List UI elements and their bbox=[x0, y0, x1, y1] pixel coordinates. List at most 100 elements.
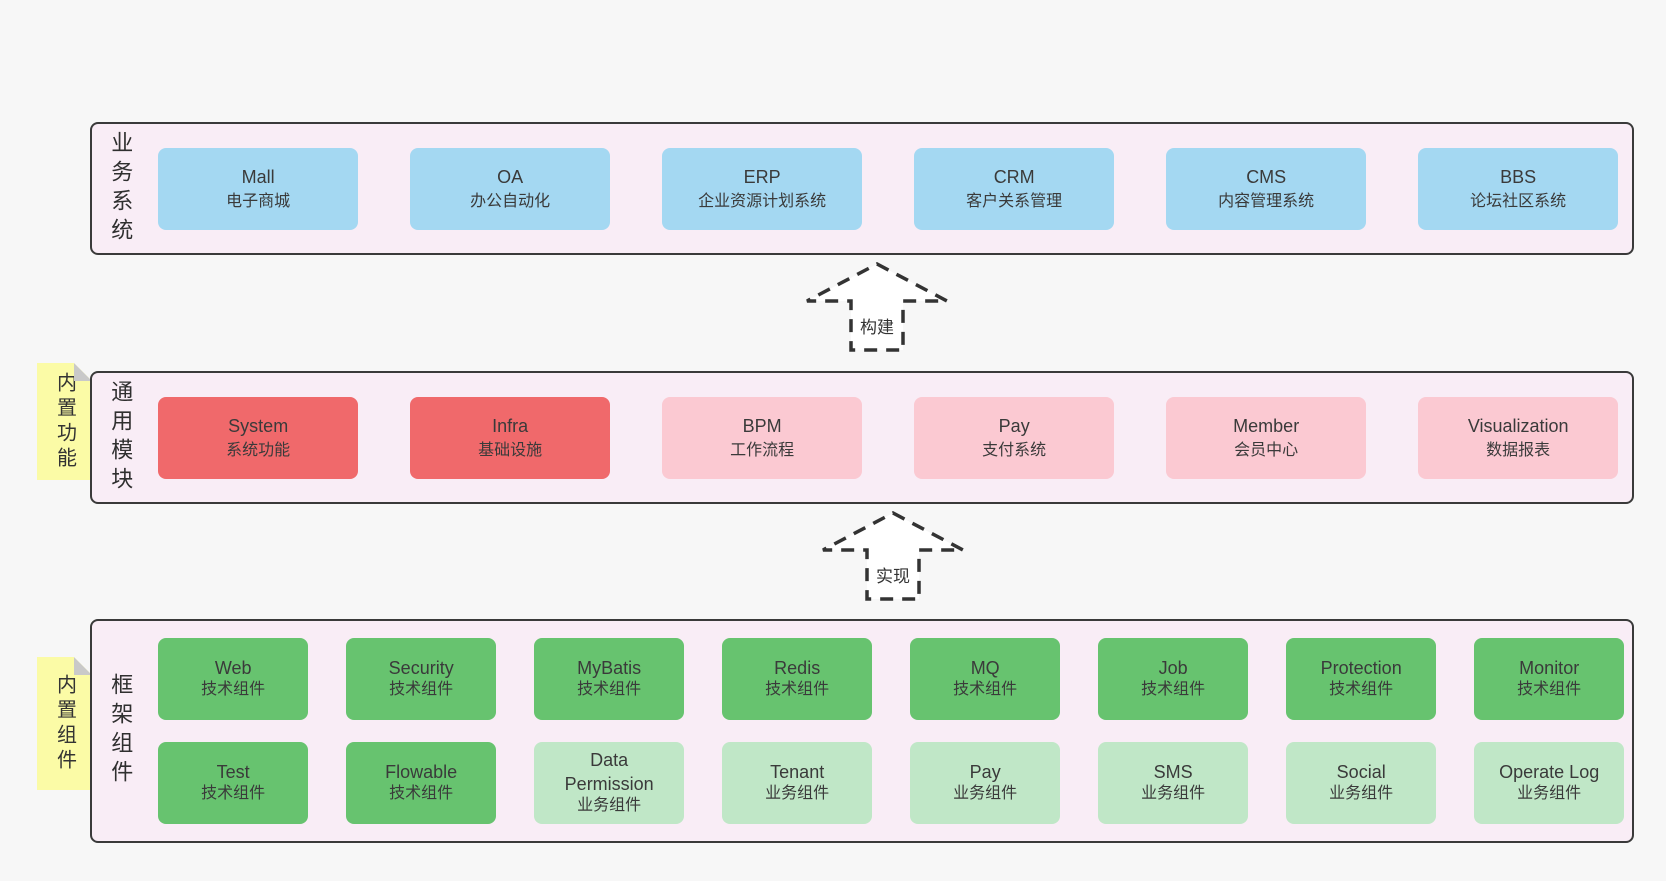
business-systems-panel: 业务系统 Mall 电子商城 OA 办公自动化 ERP 企业资源计划系统 CRM… bbox=[90, 122, 1634, 255]
box-title: Security bbox=[388, 657, 454, 678]
box-title: Operate Log bbox=[1499, 761, 1600, 782]
box-oa: OA 办公自动化 bbox=[410, 147, 611, 230]
panel-label: 框架组件 bbox=[108, 673, 134, 789]
box-subtitle: 会员中心 bbox=[1234, 441, 1299, 459]
box-subtitle: 业务组件 bbox=[1517, 785, 1582, 803]
box-sms: SMS 业务组件 bbox=[1098, 742, 1249, 824]
box-job: Job 技术组件 bbox=[1098, 638, 1249, 720]
box-pay-business: Pay 业务组件 bbox=[910, 742, 1061, 824]
box-web: Web 技术组件 bbox=[158, 638, 309, 720]
box-subtitle: 客户关系管理 bbox=[966, 192, 1063, 210]
arrow-up-icon bbox=[806, 262, 948, 352]
box-subtitle: 业务组件 bbox=[765, 785, 830, 803]
box-title: Mall bbox=[241, 166, 275, 187]
box-title: MQ bbox=[970, 657, 1000, 678]
box-subtitle: 技术组件 bbox=[765, 681, 830, 699]
box-operate-log: Operate Log 业务组件 bbox=[1474, 742, 1625, 824]
box-subtitle: 内容管理系统 bbox=[1218, 192, 1315, 210]
box-title: Visualization bbox=[1467, 415, 1569, 436]
box-subtitle: 企业资源计划系统 bbox=[698, 192, 827, 210]
box-title: Infra bbox=[492, 415, 529, 436]
box-subtitle: 技术组件 bbox=[1141, 681, 1206, 699]
box-title: Pay bbox=[969, 761, 1001, 782]
box-security: Security 技术组件 bbox=[346, 638, 497, 720]
box-title: Redis bbox=[774, 657, 821, 678]
arrow-label: 实现 bbox=[873, 562, 913, 587]
box-infra: Infra 基础设施 bbox=[410, 396, 611, 479]
framework-row-2: Test 技术组件 Flowable 技术组件 Data Permission … bbox=[158, 742, 1625, 824]
box-subtitle: 数据报表 bbox=[1486, 441, 1551, 459]
box-subtitle: 业务组件 bbox=[1329, 785, 1394, 803]
arrow-implement: 实现 bbox=[818, 510, 968, 602]
box-bpm: BPM 工作流程 bbox=[662, 396, 863, 479]
box-title: OA bbox=[497, 166, 524, 187]
framework-row-1: Web 技术组件 Security 技术组件 MyBatis 技术组件 Redi… bbox=[158, 638, 1625, 720]
box-protection: Protection 技术组件 bbox=[1286, 638, 1437, 720]
box-flowable: Flowable 技术组件 bbox=[346, 742, 497, 824]
box-cms: CMS 内容管理系统 bbox=[1166, 147, 1367, 230]
arrow-build: 构建 bbox=[802, 261, 952, 353]
box-subtitle: 支付系统 bbox=[982, 441, 1047, 459]
box-title: SMS bbox=[1153, 761, 1193, 782]
box-subtitle: 业务组件 bbox=[1141, 785, 1206, 803]
box-title: Flowable bbox=[385, 761, 458, 782]
arrow-label: 构建 bbox=[857, 313, 897, 338]
box-subtitle: 业务组件 bbox=[953, 785, 1018, 803]
box-system: System 系统功能 bbox=[158, 396, 359, 479]
box-erp: ERP 企业资源计划系统 bbox=[662, 147, 863, 230]
box-subtitle: 电子商城 bbox=[226, 192, 291, 210]
box-subtitle: 技术组件 bbox=[1517, 681, 1582, 699]
arrow-up-icon bbox=[822, 511, 964, 601]
box-mybatis: MyBatis 技术组件 bbox=[534, 638, 685, 720]
box-title: Protection bbox=[1320, 657, 1402, 678]
box-title: CMS bbox=[1246, 166, 1287, 187]
box-test: Test 技术组件 bbox=[158, 742, 309, 824]
box-title: Job bbox=[1158, 657, 1188, 678]
sticky-note-built-in-components: 内置组件 bbox=[37, 657, 92, 790]
box-subtitle: 技术组件 bbox=[1329, 681, 1394, 699]
box-monitor: Monitor 技术组件 bbox=[1474, 638, 1625, 720]
modules-boxes-row: System 系统功能 Infra 基础设施 BPM 工作流程 Pay 支付系统… bbox=[158, 396, 1619, 479]
box-subtitle: 技术组件 bbox=[577, 681, 642, 699]
sticky-note-text: 内置功能 bbox=[53, 371, 76, 472]
box-title: BPM bbox=[742, 415, 782, 436]
box-data-permission: Data Permission 业务组件 bbox=[534, 742, 685, 824]
box-crm: CRM 客户关系管理 bbox=[914, 147, 1115, 230]
box-pay: Pay 支付系统 bbox=[914, 396, 1115, 479]
box-subtitle: 技术组件 bbox=[201, 785, 266, 803]
box-visualization: Visualization 数据报表 bbox=[1418, 396, 1619, 479]
sticky-note-built-in-functions: 内置功能 bbox=[37, 363, 92, 480]
common-modules-panel: 通用模块 System 系统功能 Infra 基础设施 BPM 工作流程 Pay… bbox=[90, 371, 1634, 504]
panel-label: 通用模块 bbox=[108, 379, 134, 496]
box-bbs: BBS 论坛社区系统 bbox=[1418, 147, 1619, 230]
framework-boxes-grid: Web 技术组件 Security 技术组件 MyBatis 技术组件 Redi… bbox=[158, 638, 1625, 824]
box-subtitle: 技术组件 bbox=[953, 681, 1018, 699]
box-title: Social bbox=[1336, 761, 1386, 782]
box-subtitle: 业务组件 bbox=[577, 796, 642, 814]
box-title: Monitor bbox=[1519, 657, 1580, 678]
box-member: Member 会员中心 bbox=[1166, 396, 1367, 479]
box-title: Pay bbox=[998, 415, 1030, 436]
box-title: Web bbox=[214, 657, 252, 678]
box-title: CRM bbox=[993, 166, 1035, 187]
box-title: Tenant bbox=[770, 761, 825, 782]
box-mall: Mall 电子商城 bbox=[158, 147, 359, 230]
framework-components-panel: 框架组件 Web 技术组件 Security 技术组件 MyBatis 技术组件… bbox=[90, 619, 1634, 843]
box-title: ERP bbox=[743, 166, 781, 187]
box-title: Member bbox=[1233, 415, 1300, 436]
box-subtitle: 系统功能 bbox=[226, 441, 291, 459]
box-subtitle: 工作流程 bbox=[730, 441, 795, 459]
box-subtitle: 论坛社区系统 bbox=[1470, 192, 1567, 210]
box-subtitle: 技术组件 bbox=[389, 785, 454, 803]
box-title: System bbox=[228, 415, 289, 436]
box-tenant: Tenant 业务组件 bbox=[722, 742, 873, 824]
panel-label: 业务系统 bbox=[108, 130, 134, 247]
box-title: Test bbox=[216, 761, 250, 782]
box-social: Social 业务组件 bbox=[1286, 742, 1437, 824]
box-title: Data Permission bbox=[564, 750, 654, 794]
sticky-note-text: 内置组件 bbox=[53, 673, 76, 774]
box-subtitle: 基础设施 bbox=[478, 441, 543, 459]
box-title: MyBatis bbox=[577, 657, 642, 678]
box-subtitle: 技术组件 bbox=[389, 681, 454, 699]
